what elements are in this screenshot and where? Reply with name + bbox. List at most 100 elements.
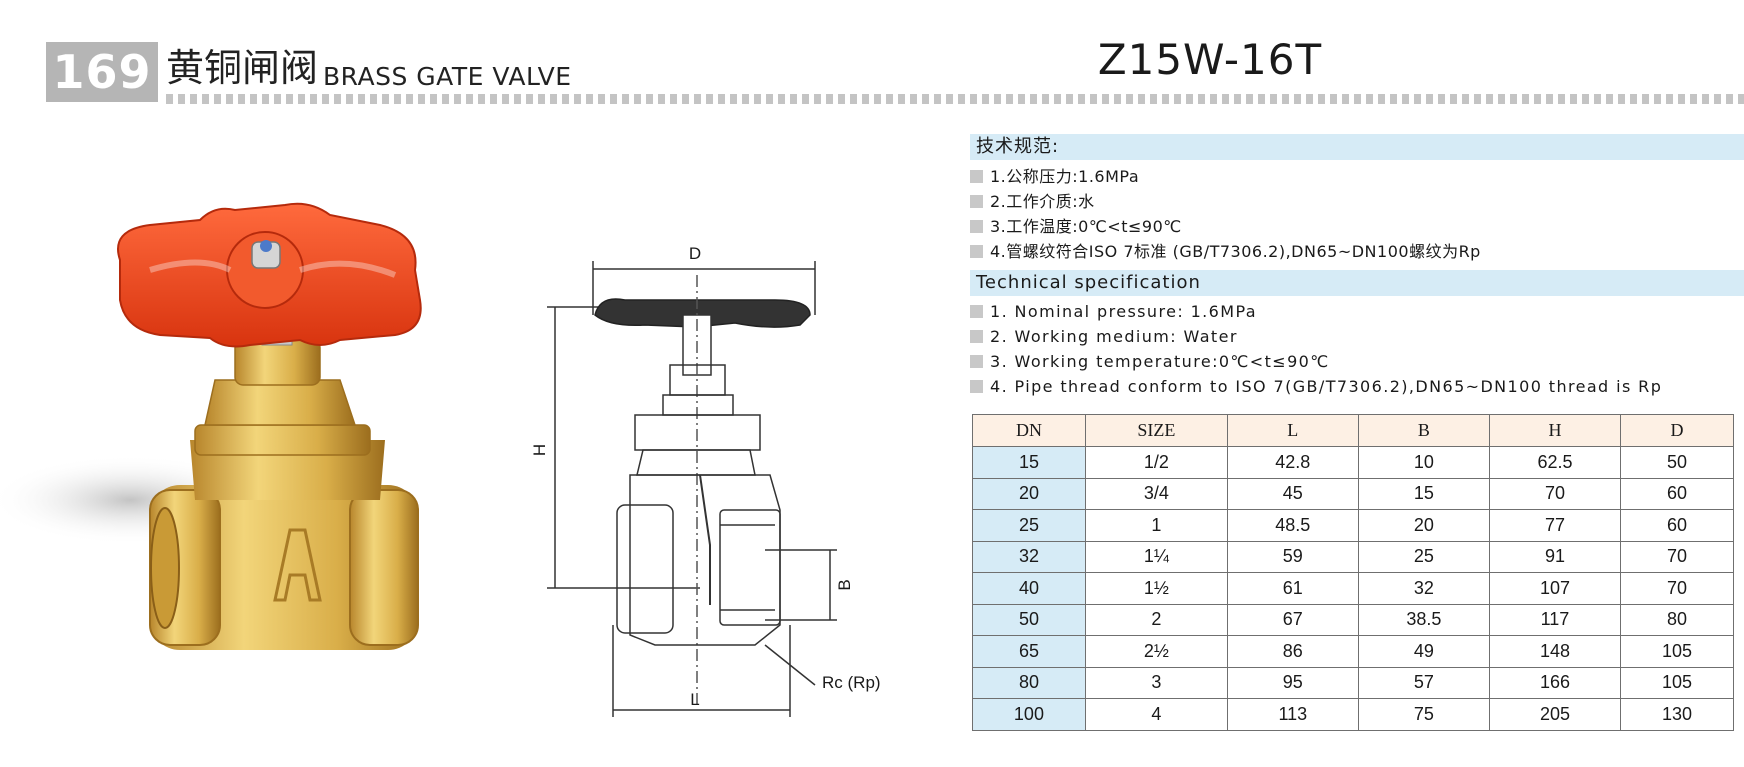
valve-drawing: D H L B Rc (Rp) xyxy=(530,245,881,717)
cell-dn: 15 xyxy=(972,446,1086,479)
cell-l: 59 xyxy=(1226,540,1359,573)
page-title-en: BRASS GATE VALVE xyxy=(323,62,572,91)
bullet-square-icon xyxy=(970,195,983,208)
valve-photo xyxy=(0,202,422,650)
dim-h-label: H xyxy=(530,444,549,456)
cell-h: 77 xyxy=(1488,509,1622,542)
cell-size: 3/4 xyxy=(1084,477,1228,510)
cell-l: 67 xyxy=(1226,603,1359,636)
cell-d: 80 xyxy=(1620,603,1734,636)
cell-dn: 80 xyxy=(972,666,1086,699)
spec-heading-cn: 技术规范: xyxy=(970,134,1744,160)
spec-heading-en: Technical specification xyxy=(970,270,1744,296)
cell-h: 62.5 xyxy=(1488,446,1622,479)
cell-h: 205 xyxy=(1488,698,1622,731)
spec-item-cn: 3.工作温度:0℃<t≤90℃ xyxy=(970,214,1481,239)
cell-d: 105 xyxy=(1620,635,1734,668)
dim-l-label: L xyxy=(690,690,699,709)
cell-l: 48.5 xyxy=(1226,509,1359,542)
cell-l: 95 xyxy=(1226,666,1359,699)
page-title-cn: 黄铜闸阀 xyxy=(166,46,319,90)
cell-b: 15 xyxy=(1357,477,1490,510)
bullet-square-icon xyxy=(970,170,983,183)
cell-size: 4 xyxy=(1084,698,1228,731)
spec-item-en: 3. Working temperature:0℃<t≤90℃ xyxy=(970,349,1662,374)
cell-b: 10 xyxy=(1357,446,1490,479)
cell-b: 38.5 xyxy=(1357,603,1490,636)
spec-item-en: 4. Pipe thread conform to ISO 7(GB/T7306… xyxy=(970,374,1662,399)
cell-size: 1/2 xyxy=(1084,446,1228,479)
cell-dn: 40 xyxy=(972,572,1086,605)
cell-b: 20 xyxy=(1357,509,1490,542)
spec-item-en: 2. Working medium: Water xyxy=(970,324,1662,349)
cell-h: 107 xyxy=(1488,572,1622,605)
cell-dn: 65 xyxy=(972,635,1086,668)
cell-l: 61 xyxy=(1226,572,1359,605)
cell-h: 148 xyxy=(1488,635,1622,668)
column-header: H xyxy=(1488,414,1622,447)
cell-d: 60 xyxy=(1620,477,1734,510)
column-header: B xyxy=(1357,414,1490,447)
cell-dn: 100 xyxy=(972,698,1086,731)
spec-item-en: 1. Nominal pressure: 1.6MPa xyxy=(970,299,1662,324)
spec-item-cn: 4.管螺纹符合ISO 7标准 (GB/T7306.2),DN65~DN100螺纹… xyxy=(970,239,1481,264)
spec-item-cn: 1.公称压力:1.6MPa xyxy=(970,164,1481,189)
cell-h: 91 xyxy=(1488,540,1622,573)
cell-h: 117 xyxy=(1488,603,1622,636)
bullet-square-icon xyxy=(970,305,983,318)
cell-d: 50 xyxy=(1620,446,1734,479)
cell-dn: 32 xyxy=(972,540,1086,573)
spec-item-cn: 2.工作介质:水 xyxy=(970,189,1481,214)
dim-d-label: D xyxy=(689,245,701,263)
thread-label: Rc (Rp) xyxy=(822,673,881,692)
model-number: Z15W-16T xyxy=(1097,35,1323,84)
cell-dn: 20 xyxy=(972,477,1086,510)
cell-b: 32 xyxy=(1357,572,1490,605)
dotted-divider xyxy=(166,94,1744,104)
dim-b-label: B xyxy=(835,579,854,590)
cell-h: 166 xyxy=(1488,666,1622,699)
cell-b: 57 xyxy=(1357,666,1490,699)
cell-size: 1¼ xyxy=(1084,540,1228,573)
cell-d: 130 xyxy=(1620,698,1734,731)
cell-d: 70 xyxy=(1620,540,1734,573)
cell-size: 2½ xyxy=(1084,635,1228,668)
column-header: SIZE xyxy=(1084,414,1228,447)
bullet-square-icon xyxy=(970,245,983,258)
column-header: DN xyxy=(972,414,1086,447)
cell-h: 70 xyxy=(1488,477,1622,510)
cell-size: 3 xyxy=(1084,666,1228,699)
bullet-square-icon xyxy=(970,355,983,368)
cell-l: 42.8 xyxy=(1226,446,1359,479)
bullet-square-icon xyxy=(970,220,983,233)
cell-d: 105 xyxy=(1620,666,1734,699)
cell-d: 70 xyxy=(1620,572,1734,605)
column-header: L xyxy=(1226,414,1359,447)
column-header: D xyxy=(1620,414,1734,447)
cell-dn: 25 xyxy=(972,509,1086,542)
table-header-row: DN SIZE L B H D xyxy=(972,414,1734,447)
cell-size: 2 xyxy=(1084,603,1228,636)
spec-list-cn: 1.公称压力:1.6MPa 2.工作介质:水 3.工作温度:0℃<t≤90℃ 4… xyxy=(970,164,1481,264)
bullet-square-icon xyxy=(970,380,983,393)
cell-dn: 50 xyxy=(972,603,1086,636)
cell-l: 113 xyxy=(1226,698,1359,731)
cell-l: 45 xyxy=(1226,477,1359,510)
cell-b: 25 xyxy=(1357,540,1490,573)
cell-size: 1 xyxy=(1084,509,1228,542)
cell-b: 75 xyxy=(1357,698,1490,731)
cell-b: 49 xyxy=(1357,635,1490,668)
cell-size: 1½ xyxy=(1084,572,1228,605)
bullet-square-icon xyxy=(970,330,983,343)
cell-d: 60 xyxy=(1620,509,1734,542)
